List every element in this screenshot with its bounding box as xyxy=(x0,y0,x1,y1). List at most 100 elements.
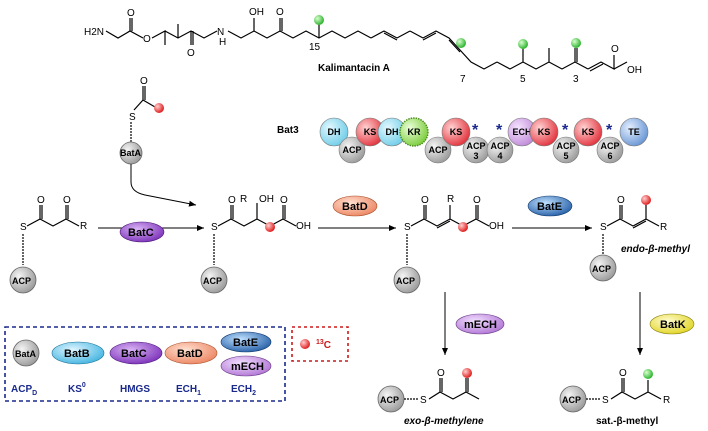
glu-o2: O xyxy=(473,195,481,206)
sat-r: R xyxy=(663,395,670,406)
legend: BatA ACPD BatB KS0 BatC HMGS BatD ECH1 B… xyxy=(4,326,349,402)
kalimantacin-structure: H2N O O O N H OH O 15 7 5 3 O OH Kaliman… xyxy=(84,7,642,85)
bat3-domain-label: TE xyxy=(628,127,640,137)
bat3-domain-ks xyxy=(573,117,603,147)
label-c7-ball xyxy=(456,38,466,48)
legend-mech-label: mECH xyxy=(231,361,264,373)
endo-o: O xyxy=(617,195,625,206)
label-c5-ball xyxy=(518,39,528,49)
bat3-domain-kr xyxy=(399,117,429,147)
bata-loading: O S BatA xyxy=(119,76,197,207)
bat3-domain-label: ACP xyxy=(556,141,575,151)
bat3-domain-label: ACP xyxy=(342,145,361,155)
h2n-label: H2N xyxy=(84,27,104,38)
amide-h: H xyxy=(219,37,226,48)
legend-batc-ball xyxy=(109,341,163,365)
sat-label: sat.-β-methyl xyxy=(596,416,658,427)
bat3-label: Bat3 xyxy=(277,125,299,136)
amide-o: O xyxy=(187,48,195,59)
endo-13c-ball xyxy=(641,195,651,205)
carbamate-o: O xyxy=(127,8,135,19)
hmg-oh: OH xyxy=(259,194,274,205)
legend-bate-label: BatE xyxy=(233,337,258,349)
pos-7: 7 xyxy=(460,74,466,85)
legend-bata-ball xyxy=(12,339,40,367)
legend-hmgs: HMGS xyxy=(120,384,150,395)
glu-acp-label: ACP xyxy=(396,276,415,286)
hmg-r: R xyxy=(240,194,247,205)
bat3-domain-ks xyxy=(441,117,471,147)
sat-s: S xyxy=(602,395,609,406)
bat3-acp-number: 6 xyxy=(607,151,612,161)
bata-13c-ball xyxy=(154,103,164,113)
glutaconyl-acp: O R O OH S ACP xyxy=(393,194,504,294)
mech-label: mECH xyxy=(464,319,497,331)
bat3-star: * xyxy=(562,122,569,139)
sat-o: O xyxy=(619,368,627,379)
legend-acpd: ACPD xyxy=(11,384,37,397)
acid-o: O xyxy=(611,44,619,55)
bat3-domain-label: KS xyxy=(582,127,595,137)
endo-acp-ball xyxy=(589,254,617,282)
isotope-legend-box xyxy=(291,326,349,362)
pos-15: 15 xyxy=(309,42,321,53)
sub-acp-label: ACP xyxy=(12,276,31,286)
bat3-domain-label: DH xyxy=(386,127,399,137)
bat3-domain-label: ACP xyxy=(490,141,509,151)
bata-s: S xyxy=(129,112,136,123)
bat3-domain-label: DH xyxy=(328,127,341,137)
hmg-acp-ball xyxy=(200,266,228,294)
endo-r: R xyxy=(660,222,667,233)
bat3-domain-label: KS xyxy=(450,127,463,137)
sat-label-ball xyxy=(643,369,653,379)
batk-enzyme: BatK xyxy=(649,313,695,335)
bat3-domain-label: KR xyxy=(408,127,421,137)
endo-label: endo-β-methyl xyxy=(621,244,690,255)
bat3-domain-dh xyxy=(319,117,349,147)
batk-label: BatK xyxy=(660,319,686,331)
bat3-acp-number: 3 xyxy=(473,151,478,161)
sub-o2: O xyxy=(63,195,71,206)
bata-label: BatA xyxy=(120,148,142,158)
bat3-domain-label: ECH xyxy=(512,127,531,137)
hmg-s: S xyxy=(211,222,218,233)
label-c15-ball xyxy=(314,15,324,25)
exo-acp-label: ACP xyxy=(380,395,399,405)
legend-ks0: KS0 xyxy=(68,382,86,395)
legend-batc-label: BatC xyxy=(121,348,147,360)
bate-label: BatE xyxy=(537,201,562,213)
amide-n: N xyxy=(217,27,224,38)
batd-label: BatD xyxy=(342,201,368,213)
glu-acp-ball xyxy=(393,266,421,294)
hmg-o2: O xyxy=(280,195,288,206)
sub-o1: O xyxy=(37,195,45,206)
pos-5: 5 xyxy=(520,74,526,85)
substrate-acyl: O O R S ACP xyxy=(9,195,87,294)
bata-o: O xyxy=(140,76,148,87)
sub-acp-ball xyxy=(9,266,37,294)
exo-s: S xyxy=(420,395,427,406)
batc-enzyme: BatC xyxy=(119,221,165,243)
glu-oh: OH xyxy=(489,221,504,232)
hmg-acp: O R OH O OH S ACP xyxy=(200,194,311,294)
bat3-domain-label: ACP xyxy=(600,141,619,151)
exo-13c-ball xyxy=(462,368,472,378)
exo-o: O xyxy=(437,368,445,379)
bat3-domain-acp xyxy=(552,136,580,164)
hydroxyl-oh: OH xyxy=(249,7,264,18)
bat3-domain-label: ACP xyxy=(466,141,485,151)
sub-s: S xyxy=(20,222,27,233)
hmg-13c-ball xyxy=(265,222,275,232)
ketone-o: O xyxy=(276,7,284,18)
endo-s: S xyxy=(600,222,607,233)
bat3-domain-label: ACP xyxy=(428,145,447,155)
glu-o1: O xyxy=(421,195,429,206)
legend-bate-ball xyxy=(220,331,272,353)
bat3-star: * xyxy=(472,122,479,139)
legend-batd-ball xyxy=(164,341,218,365)
exo-label: exo-β-methylene xyxy=(404,416,484,427)
bat3-domain-acp xyxy=(424,136,452,164)
bat3-star: * xyxy=(606,122,613,139)
sub-r: R xyxy=(80,221,87,232)
